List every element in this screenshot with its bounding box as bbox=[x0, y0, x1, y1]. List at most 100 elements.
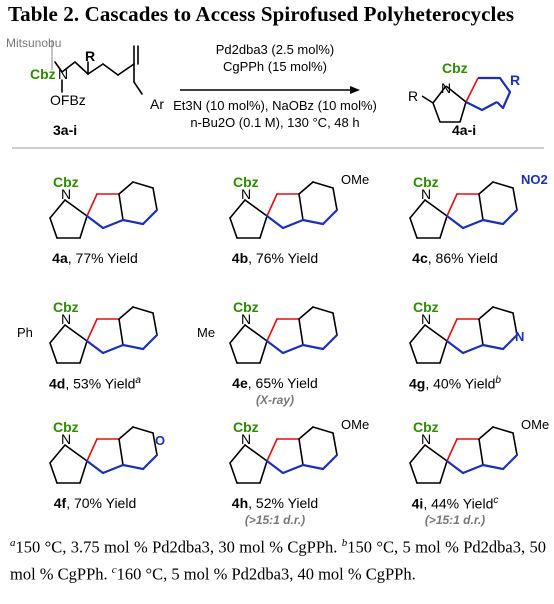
bond bbox=[512, 432, 518, 456]
bond bbox=[445, 214, 465, 230]
bond bbox=[229, 217, 238, 239]
bond bbox=[132, 306, 154, 314]
cbz-label: Cbz bbox=[413, 419, 439, 435]
bond bbox=[101, 463, 125, 475]
bond bbox=[118, 438, 124, 466]
footnote-a-mark: a bbox=[10, 537, 16, 549]
bond bbox=[141, 453, 159, 471]
sm-ar-label: Ar bbox=[150, 96, 164, 112]
bond bbox=[259, 460, 268, 484]
bond bbox=[478, 306, 494, 320]
cbz-label: Cbz bbox=[233, 419, 259, 435]
entry-subnote-4i: (>15:1 d.r.) bbox=[424, 513, 486, 527]
entry-id: 4h bbox=[231, 495, 249, 511]
bond bbox=[86, 193, 98, 217]
cbz-label: Cbz bbox=[53, 299, 79, 315]
structure-4i bbox=[409, 426, 519, 484]
entry-yield-4b: 4b, 76% Yield bbox=[205, 250, 345, 266]
bond bbox=[49, 444, 66, 464]
bond bbox=[446, 318, 458, 342]
structure-4d bbox=[49, 306, 159, 364]
bond bbox=[152, 432, 158, 456]
bond bbox=[481, 218, 505, 226]
bond bbox=[281, 218, 305, 230]
bond bbox=[265, 459, 285, 475]
bond bbox=[244, 444, 268, 462]
entry-footnote-mark: a bbox=[135, 375, 141, 386]
bond bbox=[409, 217, 418, 239]
entry-yield-text: , 70% Yield bbox=[66, 495, 137, 511]
entry-yield-text: , 86% Yield bbox=[427, 250, 498, 266]
bond bbox=[49, 217, 58, 239]
entry-id: 4b bbox=[231, 250, 249, 266]
bond bbox=[118, 181, 134, 195]
bond bbox=[85, 214, 105, 230]
bond bbox=[64, 199, 88, 217]
bond bbox=[478, 318, 484, 346]
bond bbox=[409, 444, 426, 464]
cbz-label: Cbz bbox=[233, 299, 259, 315]
bond bbox=[229, 324, 246, 344]
bond bbox=[478, 438, 484, 466]
structure-4h bbox=[229, 426, 339, 484]
bond bbox=[79, 340, 88, 364]
entry-yield-text: , 52% Yield bbox=[248, 495, 319, 511]
bond bbox=[439, 215, 448, 239]
footnote-a-text: 150 °C, 3.75 mol % Pd2dba3, 30 mol % CgP… bbox=[15, 537, 338, 557]
mitsunobu-label: Mitsunobu bbox=[6, 36, 62, 50]
bond bbox=[409, 462, 418, 484]
structure-4f bbox=[49, 426, 159, 484]
bond bbox=[229, 199, 246, 219]
sm-obz-label: OFBz bbox=[50, 92, 86, 108]
cbz-label: Cbz bbox=[233, 174, 259, 190]
bond bbox=[312, 181, 334, 189]
bond bbox=[265, 214, 285, 230]
entry-yield-text: , 65% Yield bbox=[247, 375, 318, 391]
bond bbox=[501, 333, 519, 351]
bond bbox=[121, 343, 145, 351]
bond bbox=[85, 339, 105, 355]
sm-r-label: R bbox=[85, 48, 96, 64]
bond bbox=[492, 306, 514, 314]
entry-yield-4f: 4f, 70% Yield bbox=[25, 495, 165, 511]
bond bbox=[64, 444, 88, 462]
entry-subnote-4h: (>15:1 d.r.) bbox=[244, 513, 306, 527]
bond bbox=[85, 459, 105, 475]
prod-r1-label: R bbox=[408, 88, 419, 104]
entry-yield-text: , 76% Yield bbox=[248, 250, 319, 266]
ring-o-label: O bbox=[155, 433, 166, 448]
bond bbox=[439, 460, 448, 484]
bond bbox=[266, 438, 278, 462]
cond-line-2: CgPPh (15 mol%) bbox=[222, 59, 328, 74]
bond bbox=[152, 312, 158, 336]
n-atom-label: N bbox=[61, 311, 72, 327]
entry-subnote-4e: (X-ray) bbox=[255, 393, 294, 407]
footnote-c-text: 160 °C, 5 mol % Pd2dba3, 40 mol % CgPPh. bbox=[116, 564, 416, 583]
sm-n-label: N bbox=[58, 66, 69, 82]
bond bbox=[301, 218, 325, 226]
bond bbox=[478, 181, 494, 195]
bond bbox=[118, 426, 134, 440]
entry-yield-4i: 4i, 44% Yieldc bbox=[385, 495, 525, 512]
bond bbox=[501, 208, 519, 226]
substituent-label: Me bbox=[197, 325, 216, 340]
bond bbox=[298, 193, 304, 221]
prod-r2-label: R bbox=[510, 72, 521, 88]
bond bbox=[281, 343, 305, 355]
entry-id: 4c bbox=[412, 250, 428, 266]
entry-yield-text: , 44% Yield bbox=[423, 495, 494, 512]
bond bbox=[492, 181, 514, 189]
bond bbox=[439, 340, 448, 364]
entry-yield-text: , 53% Yield bbox=[65, 375, 136, 392]
bond bbox=[259, 215, 268, 239]
bond bbox=[298, 181, 314, 195]
entry-yield-4d: 4d, 53% Yielda bbox=[25, 375, 165, 392]
bond bbox=[409, 342, 418, 364]
structure-4c bbox=[409, 181, 519, 239]
bond bbox=[132, 181, 154, 189]
cbz-label: Cbz bbox=[53, 174, 79, 190]
bond bbox=[321, 208, 339, 226]
bond bbox=[101, 218, 125, 230]
bond bbox=[79, 215, 88, 239]
